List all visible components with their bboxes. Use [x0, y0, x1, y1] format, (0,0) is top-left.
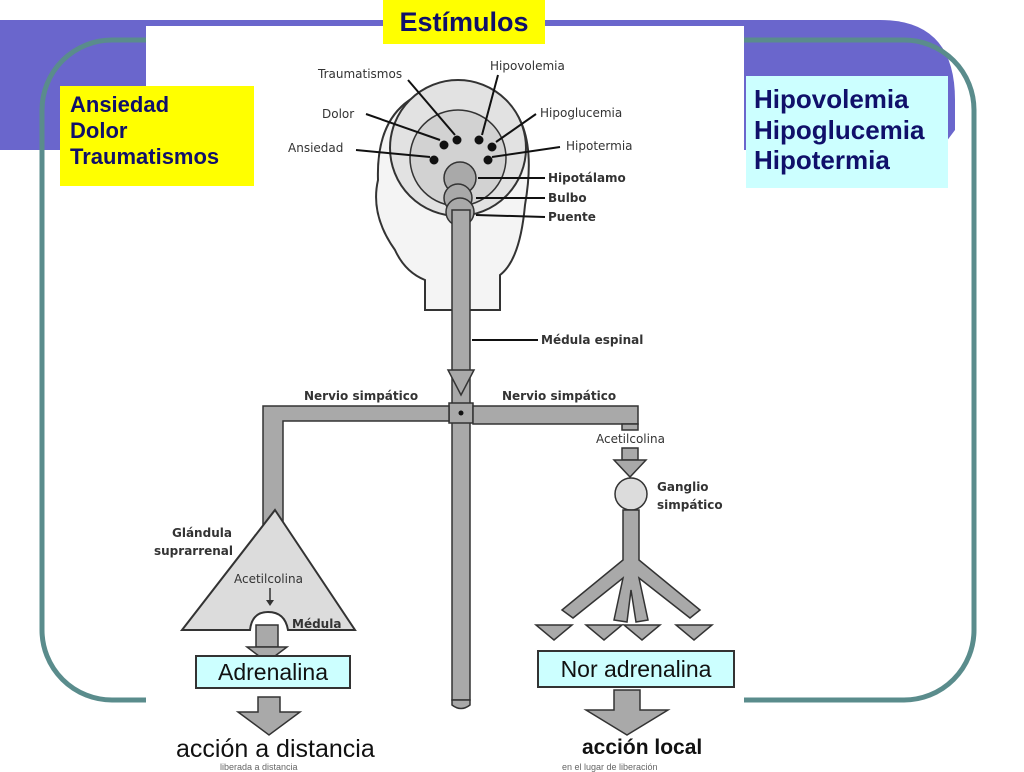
label-glandula-2: suprarrenal: [154, 544, 233, 558]
label-hipoglucemia-fig: Hipoglucemia: [540, 106, 622, 120]
physiological-stimuli-box: Hipovolemia Hipoglucemia Hipotermia: [746, 76, 948, 188]
label-hipotalamo: Hipotálamo: [548, 171, 626, 185]
accion-distancia-label: acción a distancia: [176, 735, 375, 763]
label-nervio-der: Nervio simpático: [502, 389, 616, 403]
stimulus-item: Traumatismos: [70, 143, 220, 169]
label-ansiedad: Ansiedad: [288, 141, 343, 155]
stimulus-arrows: [355, 74, 561, 341]
glandula-suprarrenal-shape: [179, 508, 357, 631]
spinal-arrow: [446, 369, 476, 397]
spinal-cord: [451, 209, 471, 701]
label-ganglio-1: Ganglio: [657, 480, 709, 494]
label-hipovolemia-fig: Hipovolemia: [490, 59, 565, 73]
label-acetilcolina-izq: Acetilcolina: [234, 572, 303, 586]
label-traumatismos: Traumatismos: [317, 67, 402, 81]
right-nerve: [472, 405, 639, 425]
label-bulbo: Bulbo: [548, 191, 587, 205]
label-ganglio-2: simpático: [657, 498, 723, 512]
label-medula: Médula: [292, 617, 341, 631]
medula-output: [255, 624, 279, 648]
noradrenalina-text: Nor adrenalina: [560, 656, 712, 682]
stimulus-item: Ansiedad: [70, 92, 170, 117]
adrenalina-text: Adrenalina: [218, 659, 328, 685]
acetilcolina-arrow-right: [612, 459, 648, 479]
stimulus-item: Dolor: [70, 117, 128, 143]
junction-dot: [458, 410, 464, 416]
label-glandula-1: Glándula: [172, 526, 232, 540]
label-puente: Puente: [548, 210, 596, 224]
stimuli-title-text: Estímulos: [399, 7, 529, 37]
ganglio-branch-arrows: [533, 624, 715, 641]
stimuli-title: Estímulos: [383, 0, 545, 44]
accion-local-arrow: [583, 689, 671, 736]
accion-local-label: acción local: [582, 736, 703, 759]
ganglio-branches: [560, 509, 702, 623]
adrenalina-label: Adrenalina: [195, 655, 351, 689]
label-acetilcolina-der: Acetilcolina: [596, 432, 665, 446]
adrenalina-arrow: [244, 646, 290, 663]
stimulus-item: Hipoglucemia: [754, 114, 925, 145]
accion-distancia-subtext: liberada a distancia: [220, 762, 298, 772]
accion-distancia-arrow: [235, 696, 303, 736]
spinal-cord-tip: [451, 699, 471, 710]
label-dolor: Dolor: [322, 107, 354, 121]
stimulus-item: Hipotermia: [754, 145, 890, 176]
ganglio-shape: [614, 477, 648, 511]
right-nerve-down: [621, 423, 639, 431]
label-medula-espinal: Médula espinal: [541, 333, 643, 347]
label-nervio-izq: Nervio simpático: [304, 389, 418, 403]
accion-local-subtext: en el lugar de liberación: [562, 762, 658, 772]
right-nerve-stub: [621, 447, 639, 461]
noradrenalina-label: Nor adrenalina: [537, 650, 735, 688]
label-hipotermia-fig: Hipotermia: [566, 139, 633, 153]
stimulus-item: Hipovolemia: [754, 84, 909, 114]
psychological-stimuli-box: Ansiedad Dolor Traumatismos: [60, 86, 254, 186]
